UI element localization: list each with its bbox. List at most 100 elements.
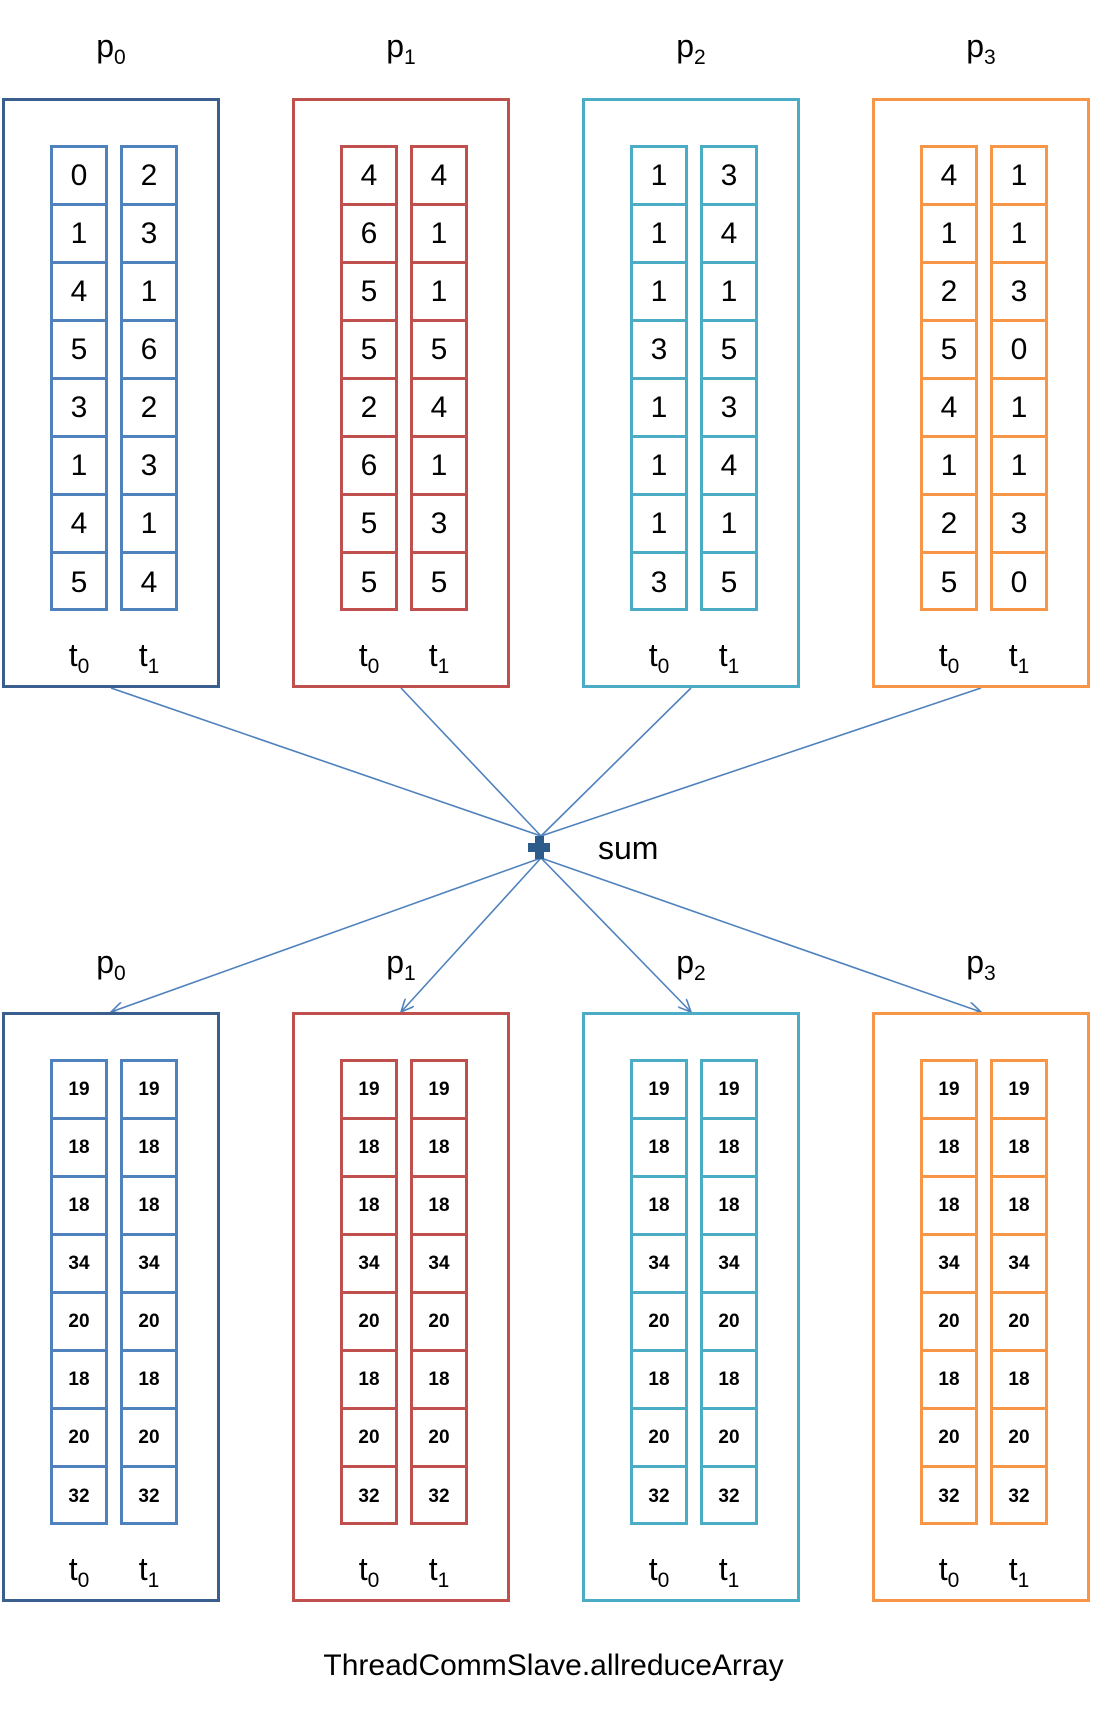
output-process-0-thread-label-0-subscript: 0 [77,1569,90,1592]
array-cell: 34 [413,1236,465,1294]
array-cell: 1 [633,206,685,264]
array-cell: 19 [343,1062,395,1120]
input-process-label-1-base: p [386,28,405,64]
input-process-0-thread-label-0: t0 [50,639,108,677]
output-process-label-1-subscript: 1 [404,962,416,985]
array-cell: 5 [70,566,88,599]
output-process-2-thread-label-1-subscript: 1 [727,1569,740,1592]
array-cell: 4 [53,264,105,322]
array-cell: 5 [343,496,395,554]
output-process-label-0-subscript: 0 [114,962,126,985]
array-cell: 2 [923,264,975,322]
array-cell: 18 [923,1352,975,1410]
output-process-label-0: p0 [61,946,161,984]
array-cell: 1 [413,438,465,496]
array-cell: 3 [413,496,465,554]
array-cell: 20 [703,1410,755,1468]
array-cell: 18 [993,1352,1045,1410]
input-process-0-thread-label-1-subscript: 1 [147,655,160,678]
array-cell: 18 [413,1178,465,1236]
array-cell: 19 [633,1062,685,1120]
array-cell: 34 [923,1236,975,1294]
array-cell: 19 [53,1062,105,1120]
array-cell: 4 [413,148,465,206]
array-cell: 3 [703,380,755,438]
output-process-0-thread-label-0: t0 [50,1553,108,1591]
input-process-1-thread-label-0-base: t [358,637,368,673]
input-process-2-thread-label-1-subscript: 1 [727,655,740,678]
array-cell: 5 [53,322,105,380]
array-cell: 0 [53,148,105,206]
array-cell: 20 [993,1294,1045,1352]
input-process-0-thread-label-0-base: t [68,637,78,673]
array-cell: 5 [430,566,448,599]
output-process-0-thread-label-0-base: t [68,1551,78,1587]
input-process-label-3-subscript: 3 [984,46,996,69]
array-cell: 18 [993,1120,1045,1178]
array-cell: 1 [123,264,175,322]
array-cell: 3 [633,322,685,380]
output-process-label-3: p3 [931,946,1031,984]
array-cell: 4 [53,496,105,554]
input-process-2-thread-label-0-subscript: 0 [657,655,670,678]
array-cell: 1 [53,206,105,264]
array-cell: 0 [993,322,1045,380]
input-process-2-thread-label-0-base: t [648,637,658,673]
array-cell: 1 [993,148,1045,206]
output-process-label-3-subscript: 3 [984,962,996,985]
array-cell: 18 [413,1352,465,1410]
array-cell: 1 [413,264,465,322]
array-cell: 1 [633,148,685,206]
array-cell: 5 [940,566,958,599]
output-process-1-thread-label-1-base: t [428,1551,438,1587]
output-arrow-1 [401,857,542,1012]
output-process-1-thread-label-1: t1 [410,1553,468,1591]
array-cell: 1 [923,438,975,496]
array-cell: 3 [703,148,755,206]
array-cell: 1 [633,380,685,438]
array-cell: 18 [633,1120,685,1178]
array-cell: 18 [413,1120,465,1178]
array-cell: 18 [993,1178,1045,1236]
array-cell: 32 [428,1486,450,1507]
array-cell: 20 [413,1410,465,1468]
array-cell: 1 [993,206,1045,264]
array-cell: 20 [703,1294,755,1352]
array-cell: 3 [53,380,105,438]
array-cell: 1 [633,264,685,322]
array-cell: 2 [923,496,975,554]
array-cell: 20 [123,1294,175,1352]
diagram-caption: ThreadCommSlave.allreduceArray [323,1649,784,1682]
array-cell: 20 [633,1294,685,1352]
array-cell: 34 [703,1236,755,1294]
array-cell: 1 [923,206,975,264]
output-process-2-thread-label-0-base: t [648,1551,658,1587]
input-process-3-thread-label-1-subscript: 1 [1017,655,1030,678]
array-cell: 32 [718,1486,740,1507]
array-cell: 19 [993,1062,1045,1120]
input-process-2-thread-label-0: t0 [630,639,688,677]
input-process-label-3-base: p [966,28,985,64]
array-cell: 20 [923,1410,975,1468]
output-process-3-thread-label-1-subscript: 1 [1017,1569,1030,1592]
array-cell: 18 [343,1352,395,1410]
output-process-0-thread-label-1-base: t [138,1551,148,1587]
output-process-3-thread-label-0-subscript: 0 [947,1569,960,1592]
array-cell: 18 [53,1352,105,1410]
array-cell: 3 [123,206,175,264]
array-cell: 34 [53,1236,105,1294]
array-cell: 18 [703,1120,755,1178]
input-process-2-thread-label-1-base: t [718,637,728,673]
array-cell: 4 [343,148,395,206]
